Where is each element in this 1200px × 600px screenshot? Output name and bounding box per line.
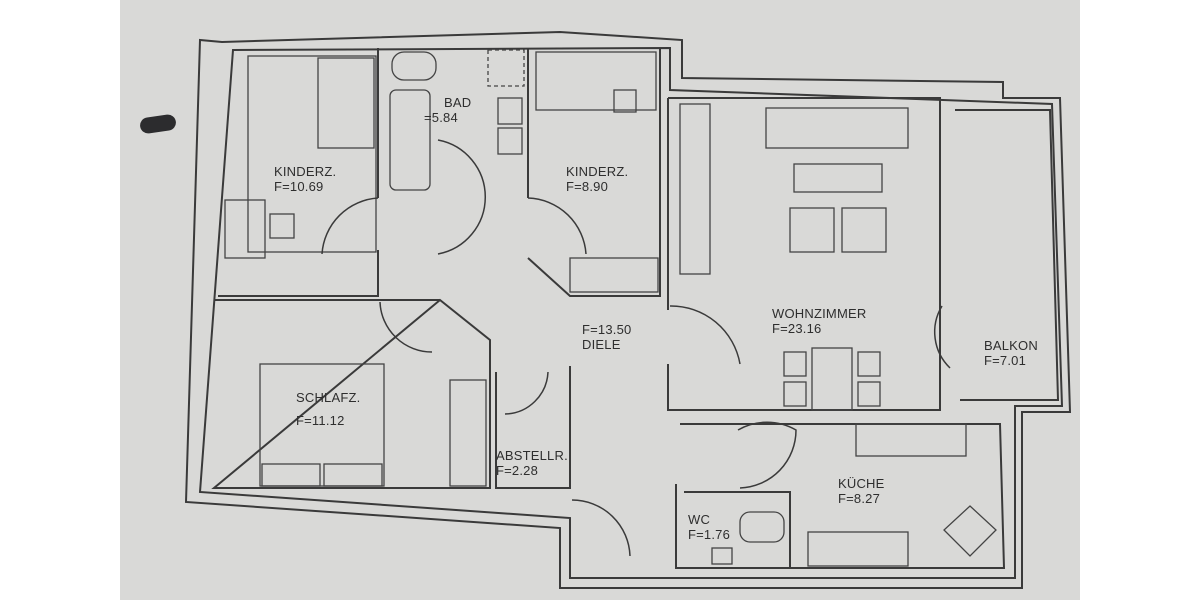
room-bad: BAD=5.84 [424, 95, 472, 125]
room-kinderzimmer-2: KINDERZ.F=8.90 [566, 164, 629, 194]
room-abstellraum: ABSTELLR.F=2.28 [496, 448, 568, 478]
room-kinderzimmer-1: KINDERZ.F=10.69 [274, 164, 337, 194]
room-schlafzimmer: SCHLAFZ.F=11.12 [296, 390, 361, 428]
